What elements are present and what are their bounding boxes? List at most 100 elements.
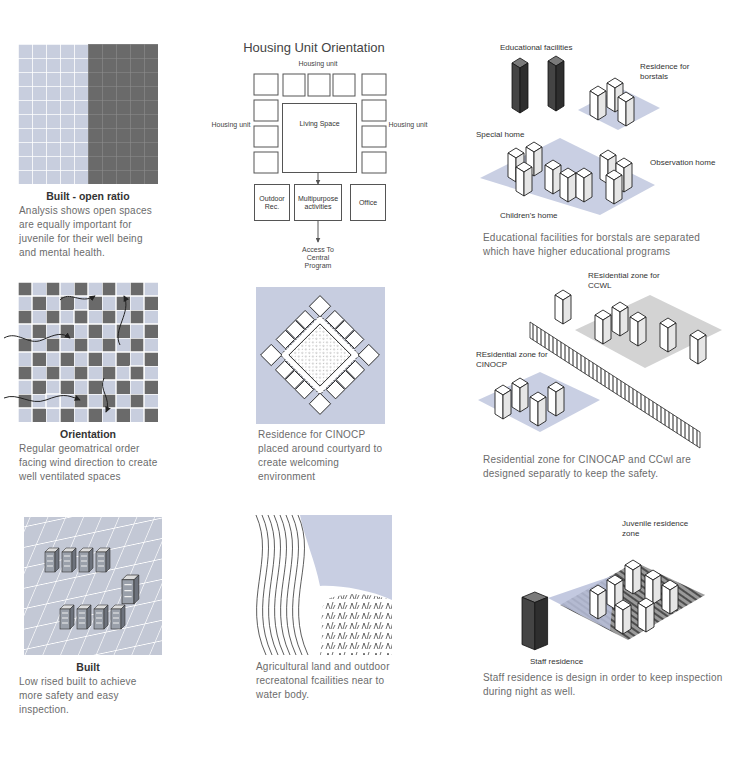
panel-heading: Built - open ratio: [13, 190, 163, 203]
diagram-title: Housing Unit Orientation: [224, 40, 404, 56]
zones-sketch: [575, 295, 722, 368]
housing-unit-box: [362, 126, 386, 147]
low-rise-blocks: [62, 548, 76, 572]
room-box: Outdoor Rec.: [254, 184, 290, 221]
low-rise-blocks: [111, 605, 125, 629]
caption-text: Educational facilities for borstals are …: [483, 231, 725, 259]
landscape-sketch: [300, 515, 392, 600]
room-box: Multipurpose activities: [294, 184, 342, 221]
staff-sketch: [625, 560, 641, 594]
zones-sketch: [595, 310, 611, 344]
zones-sketch: [555, 290, 571, 324]
zones-sketch: [495, 385, 511, 419]
room-label: Office: [359, 199, 377, 207]
low-rise-blocks: [79, 548, 93, 572]
landscape-sketch: [254, 515, 392, 655]
housing-unit-box: [254, 152, 278, 173]
low-rise-blocks: [96, 548, 110, 572]
low-rise-blocks: [77, 605, 91, 629]
zones-sketch: [530, 392, 546, 426]
caption-text: Residence for CINOCP placed around court…: [258, 428, 394, 484]
zones-sketch: [512, 378, 528, 412]
low-rise-blocks: [45, 548, 59, 572]
facilities-sketch: [548, 56, 564, 111]
panel-heading: Orientation: [13, 428, 163, 441]
facilities-sketch: [560, 168, 576, 202]
caption-text: Regular geomatrical order facing wind di…: [19, 442, 161, 484]
wind-arrow: [118, 296, 126, 345]
zones-sketch: [630, 312, 646, 346]
zone-label: Children's home: [500, 211, 580, 221]
zone-label: REsidential zone for CCWL: [588, 271, 668, 291]
courtyard-sketch: [295, 380, 313, 398]
room-box: Office: [350, 184, 386, 221]
zones-sketch: [690, 330, 706, 364]
courtyard-sketch: [261, 344, 282, 365]
zones-sketch: [478, 372, 600, 432]
landscape-sketch: [298, 515, 308, 655]
staff-sketch: [662, 580, 678, 614]
staff-sketch: [615, 600, 631, 634]
courtyard-sketch: [345, 330, 363, 348]
caption-text: Low rised built to achieve more safety a…: [19, 675, 161, 717]
staff-sketch: [522, 560, 705, 650]
courtyard-sketch: [256, 287, 385, 424]
housing-unit-box: [362, 74, 386, 95]
zone-label: Special home: [476, 130, 536, 140]
courtyard-sketch: [280, 315, 359, 394]
housing-unit-box: [254, 74, 278, 95]
low-rise-blocks: [24, 517, 162, 655]
courtyard-sketch: [358, 344, 379, 365]
facilities-sketch: [480, 138, 655, 215]
caption-text: Residential zone for CINOCAP and CCwl ar…: [483, 453, 725, 481]
wind-arrow: [102, 378, 107, 412]
low-rise-blocks: [94, 605, 108, 629]
facilities-sketch: [590, 86, 606, 120]
zones-sketch: [548, 382, 564, 416]
zones-sketch: [660, 318, 676, 352]
low-rise-blocks: [60, 605, 74, 629]
housing-unit-box: [254, 126, 278, 147]
landscape-sketch: [320, 594, 392, 655]
flow-arrow: [318, 173, 319, 184]
wind-arrow: [60, 296, 95, 300]
housing-unit-box: [254, 74, 386, 173]
facilities-sketch: [576, 168, 592, 202]
landscape-sketch: [256, 515, 308, 655]
housing-unit-box: [333, 74, 355, 96]
caption-text: Agricultural land and outdoor recreatona…: [256, 660, 396, 702]
diagram-label: Housing unit: [386, 121, 430, 129]
room-box: Living Space: [282, 103, 357, 173]
zones-sketch: [478, 290, 722, 448]
wind-arrow: [4, 296, 126, 412]
staff-sketch: [638, 598, 654, 632]
room-label: Living Space: [299, 120, 339, 128]
zone-label: REsidential zone for CINOCP: [476, 350, 556, 370]
zones-sketch: [612, 302, 628, 336]
diagram-label: Access To Central Program: [296, 246, 340, 270]
courtyard-sketch: [276, 330, 294, 348]
zone-label: Juvenile residence zone: [622, 519, 694, 539]
courtyard-sketch: [309, 296, 330, 317]
zone-label: Observation home: [650, 158, 730, 168]
low-rise-blocks: [122, 575, 139, 604]
facilities-sketch: [516, 162, 532, 196]
housing-unit-box: [362, 152, 386, 173]
ratio-grid: [88, 44, 158, 184]
zone-label: Educational facilities: [500, 43, 590, 53]
courtyard-sketch: [326, 380, 344, 398]
staff-sketch: [548, 575, 615, 630]
caption-text: Analysis shows open spaces are equally i…: [19, 204, 161, 260]
housing-unit-box: [362, 100, 386, 121]
ratio-grid: [18, 44, 158, 184]
wind-arrow: [4, 334, 70, 341]
room-label: Outdoor Rec.: [257, 195, 287, 211]
access-arrow: [318, 221, 319, 242]
room-label: Multipurpose activities: [297, 195, 339, 211]
wind-arrow: [4, 396, 80, 402]
staff-sketch: [590, 585, 606, 619]
orientation-grid: [74, 310, 88, 324]
facilities-sketch: [618, 92, 634, 126]
